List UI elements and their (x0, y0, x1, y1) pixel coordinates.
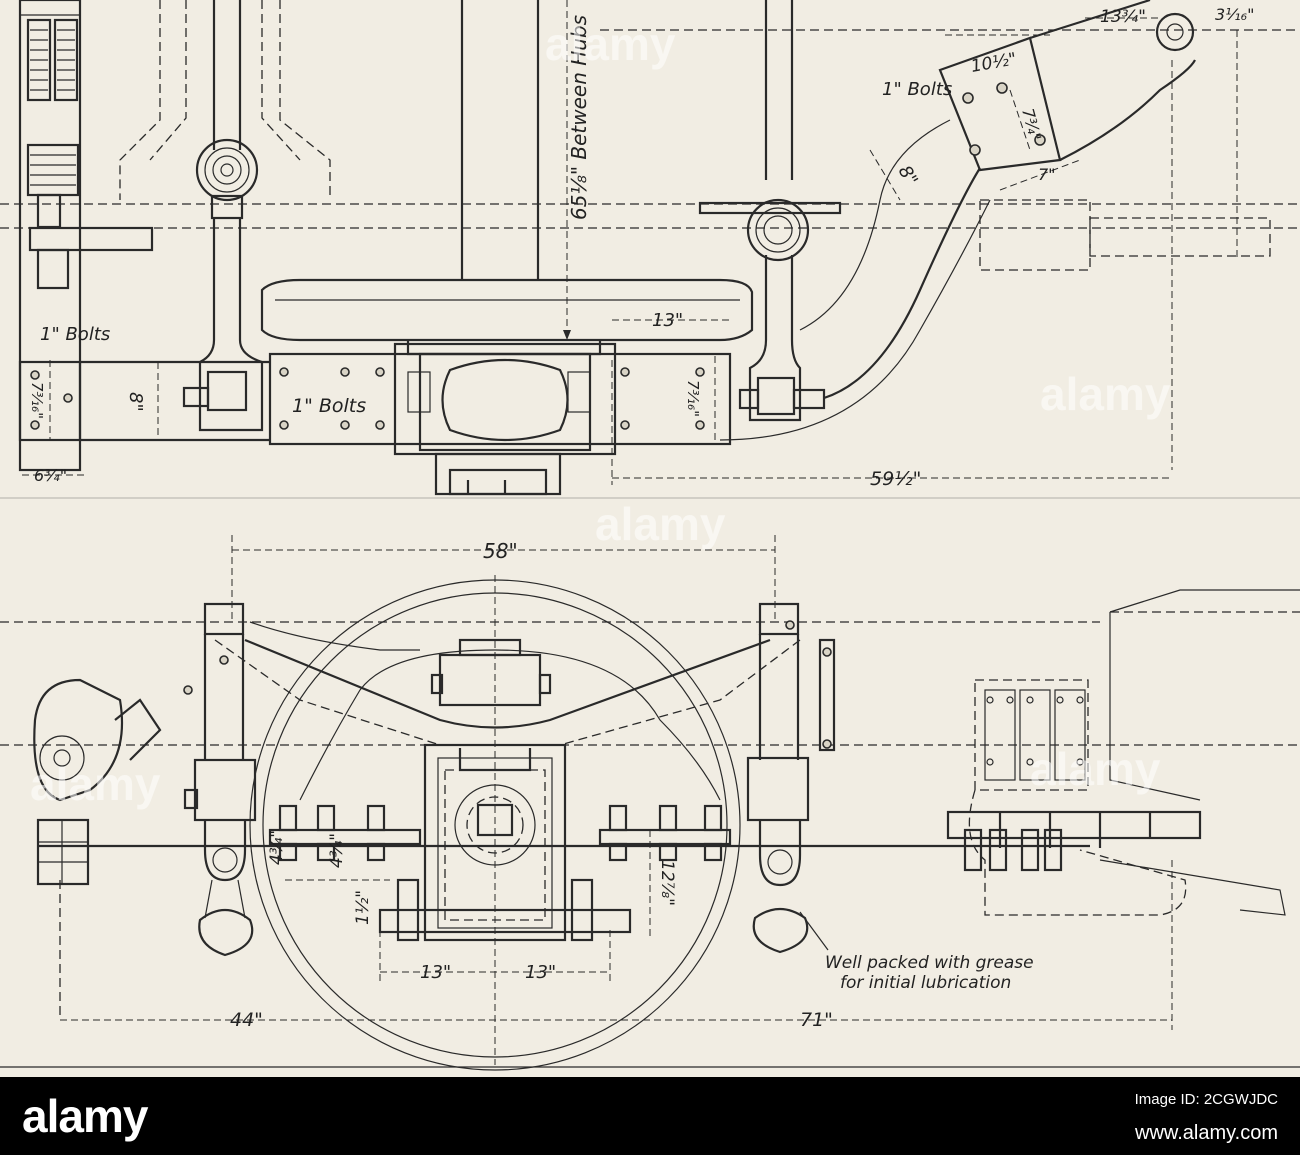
label-7-3-16-left: 7³⁄₁₆" (28, 382, 46, 419)
left-end-bracket (33, 678, 193, 1020)
label-12-7-8: 12⅞" (657, 860, 677, 906)
watermarks: alamy alamy alamy alamy alamy (30, 18, 1171, 810)
label-13-a: 13" (420, 962, 451, 983)
top-dimension-lines (22, 0, 1172, 485)
image-id: Image ID: 2CGWJDC (1134, 1091, 1278, 1108)
site-link[interactable]: www.alamy.com (1135, 1122, 1278, 1144)
label-grease-line1: Well packed with grease (825, 953, 1034, 973)
watermark-text: alamy (595, 498, 726, 550)
swan-neck-arm (719, 0, 1271, 441)
right-hanger (698, 0, 842, 422)
label-13-b: 13" (525, 962, 556, 983)
label-71: 71" (800, 1009, 833, 1031)
label-1-half: 1½" (353, 890, 373, 925)
leaf-spring-bar (38, 804, 1202, 872)
footer-bar: alamy Image ID: 2CGWJDC www.alamy.com (0, 1077, 1300, 1155)
left-hanger (119, 0, 331, 432)
label-8-left: 8" (125, 392, 146, 412)
label-13-three-quarter: 13¾" (1100, 7, 1146, 27)
side-left-hanger (183, 602, 257, 957)
side-view: 58" 4¾" 4¾" 1½" 12⅞" 13" 13" 44" 71" Wel… (0, 535, 1300, 1071)
label-44: 44" (230, 1009, 263, 1031)
label-between-hubs: 65⅛" Between Hubs (567, 15, 591, 220)
label-bolts-left: 1" Bolts (40, 324, 110, 345)
label-7-plate: 7" (1038, 165, 1056, 184)
watermark-text: alamy (545, 18, 676, 70)
label-4-3q-b: 4¾" (327, 833, 347, 868)
footer-meta: Image ID: 2CGWJDC www.alamy.com (1135, 1085, 1278, 1145)
footer-logo[interactable]: alamy (22, 1090, 148, 1142)
side-dimension-lines (60, 535, 1173, 1030)
side-right-hanger (746, 602, 836, 954)
label-grease-line2: for initial lubrication (840, 973, 1011, 993)
label-6-three-quarter: 6¾" (34, 466, 67, 485)
label-bolts-center: 1" Bolts (292, 395, 366, 417)
engineering-drawing: 65⅛" Between Hubs 10½" 13¾" 3¹⁄₁₆" 1" Bo… (0, 0, 1300, 1071)
label-58: 58" (483, 539, 518, 563)
watermark-text: alamy (1030, 743, 1161, 795)
watermark-text: alamy (1040, 368, 1171, 420)
label-bolts-upper: 1" Bolts (882, 79, 952, 100)
label-7-3-16-right: 7³⁄₁₆" (684, 380, 702, 417)
label-4-3q-a: 4¾" (267, 830, 287, 865)
right-end-casting (968, 589, 1300, 916)
journal-box (378, 743, 632, 942)
watermark-text: alamy (30, 758, 161, 810)
main-beam (80, 342, 732, 496)
label-3-1-16: 3¹⁄₁₆" (1215, 5, 1254, 24)
label-59-half: 59½" (870, 468, 921, 490)
label-13-top: 13" (652, 310, 683, 331)
